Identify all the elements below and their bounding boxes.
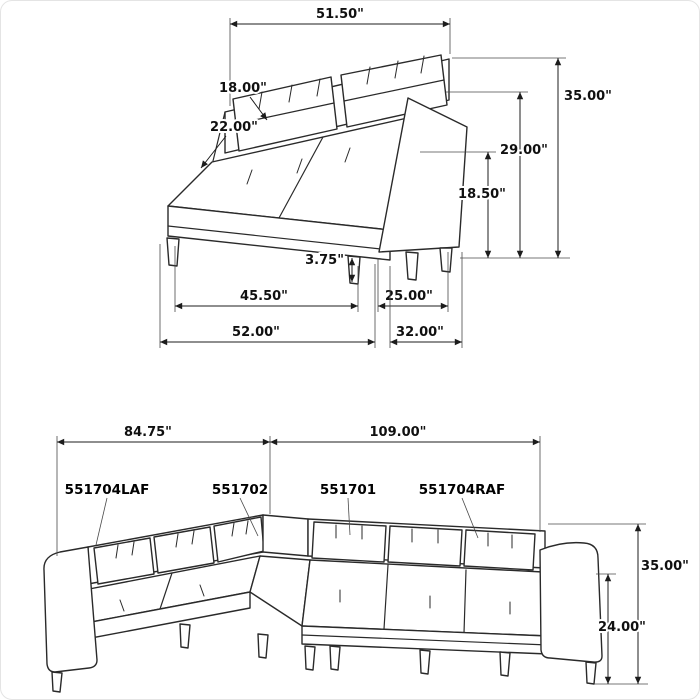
dim-laf-width: 84.75" bbox=[56, 423, 271, 556]
dim-overall-width: 52.00" bbox=[159, 244, 376, 348]
left-wing-back-cushion-1 bbox=[93, 537, 155, 585]
dim-back-cushion: 18.00" bbox=[217, 79, 269, 121]
leg bbox=[499, 651, 511, 677]
leg bbox=[329, 645, 341, 671]
dim-back-height-label: 29.00" bbox=[500, 143, 548, 158]
left-wing-back-cushion-2 bbox=[153, 526, 215, 574]
seat-split-line bbox=[278, 136, 324, 219]
back-cushion-creases bbox=[235, 79, 445, 125]
dim-back-width: 51.50" bbox=[229, 5, 451, 106]
right-wing-back-cushion-3 bbox=[463, 529, 536, 571]
left-arm-leg bbox=[51, 671, 63, 693]
right-arm bbox=[378, 97, 468, 253]
right-arm-leg bbox=[585, 661, 597, 685]
dim-back-cushion-label: 18.00" bbox=[219, 81, 267, 96]
left-arm bbox=[43, 546, 98, 673]
leader-line bbox=[347, 497, 351, 536]
part-label-laf: 551704LAF bbox=[65, 482, 150, 498]
part-labels: 551704LAF 551702 551701 551704RAF bbox=[63, 480, 507, 546]
back-cushion-tufting bbox=[258, 55, 425, 110]
right-wing-back-cushion-1 bbox=[311, 521, 387, 563]
dim-laf-width-label: 84.75" bbox=[124, 425, 172, 440]
dim-sectional-height-label: 35.00" bbox=[641, 559, 689, 574]
dim-seat-width: 45.50" bbox=[174, 246, 359, 312]
dim-seat-height: 18.50" bbox=[420, 151, 508, 258]
part-label-corner: 551702 bbox=[212, 482, 268, 498]
leader-arrow bbox=[249, 96, 268, 121]
leg bbox=[304, 645, 316, 671]
right-wing-back-cushion-2 bbox=[387, 525, 463, 567]
right-wing-seat-split-1 bbox=[383, 564, 389, 630]
sectional-art bbox=[43, 514, 603, 693]
dim-overall-height-label: 35.00" bbox=[564, 89, 612, 104]
dim-arm-depth-label: 25.00" bbox=[385, 289, 433, 304]
top-drawing: 51.50" 18.00" 22.00" 35.00" 29.00" 18.50… bbox=[159, 5, 614, 348]
arm-front-leg bbox=[439, 247, 453, 273]
dim-arm-height: 24.00" bbox=[596, 573, 648, 684]
dim-arm-height-label: 24.00" bbox=[598, 620, 646, 635]
dim-overall-depth: 32.00" bbox=[389, 252, 463, 348]
corner-back-cushion bbox=[262, 514, 309, 557]
dim-leg-height: 3.75" bbox=[303, 251, 356, 282]
sofa-left-silhouette bbox=[212, 111, 226, 162]
dim-seat-width-label: 45.50" bbox=[240, 289, 288, 304]
front-left-leg bbox=[166, 237, 180, 267]
dim-overall-depth-label: 32.00" bbox=[396, 325, 444, 340]
dim-raf-width-label: 109.00" bbox=[370, 425, 427, 440]
dim-arm-depth: 25.00" bbox=[377, 252, 449, 312]
leader-line bbox=[239, 497, 259, 537]
corner-seat bbox=[249, 555, 311, 627]
loveseat-art bbox=[166, 54, 468, 285]
right-wing-seat bbox=[301, 559, 549, 637]
base-rail-line bbox=[167, 225, 391, 251]
dim-overall-width-label: 52.00" bbox=[232, 325, 280, 340]
dim-back-width-label: 51.50" bbox=[316, 7, 364, 22]
dim-seat-depth-label: 22.00" bbox=[210, 120, 258, 135]
dim-sectional-height: 35.00" bbox=[548, 523, 691, 685]
dim-raf-width: 109.00" bbox=[270, 423, 541, 532]
dim-back-height: 29.00" bbox=[446, 91, 550, 258]
part-label-raf: 551704RAF bbox=[419, 482, 505, 498]
dim-seat-height-label: 18.50" bbox=[458, 187, 506, 202]
bottom-drawing: 84.75" 109.00" 551704LAF 551702 551701 5… bbox=[43, 423, 691, 693]
leader-line bbox=[461, 497, 479, 539]
back-cushion-tufting bbox=[115, 520, 513, 559]
seat-tufting bbox=[246, 147, 351, 185]
left-wing-seat-split bbox=[159, 572, 173, 610]
leg bbox=[419, 649, 431, 675]
dim-seat-depth: 22.00" bbox=[200, 118, 260, 169]
leader-line bbox=[95, 497, 108, 546]
leg bbox=[179, 623, 191, 649]
leader-arrow bbox=[200, 135, 227, 169]
dim-overall-height: 35.00" bbox=[452, 57, 614, 259]
arm-inner-leg bbox=[405, 251, 419, 281]
right-wing-seat-split-2 bbox=[463, 569, 467, 634]
right-arm bbox=[539, 541, 603, 663]
part-label-armless: 551701 bbox=[320, 482, 376, 498]
leg bbox=[257, 633, 269, 659]
seat-tufting bbox=[119, 584, 511, 615]
front-rail-crease bbox=[301, 634, 549, 646]
dim-leg-height-label: 3.75" bbox=[305, 253, 344, 268]
